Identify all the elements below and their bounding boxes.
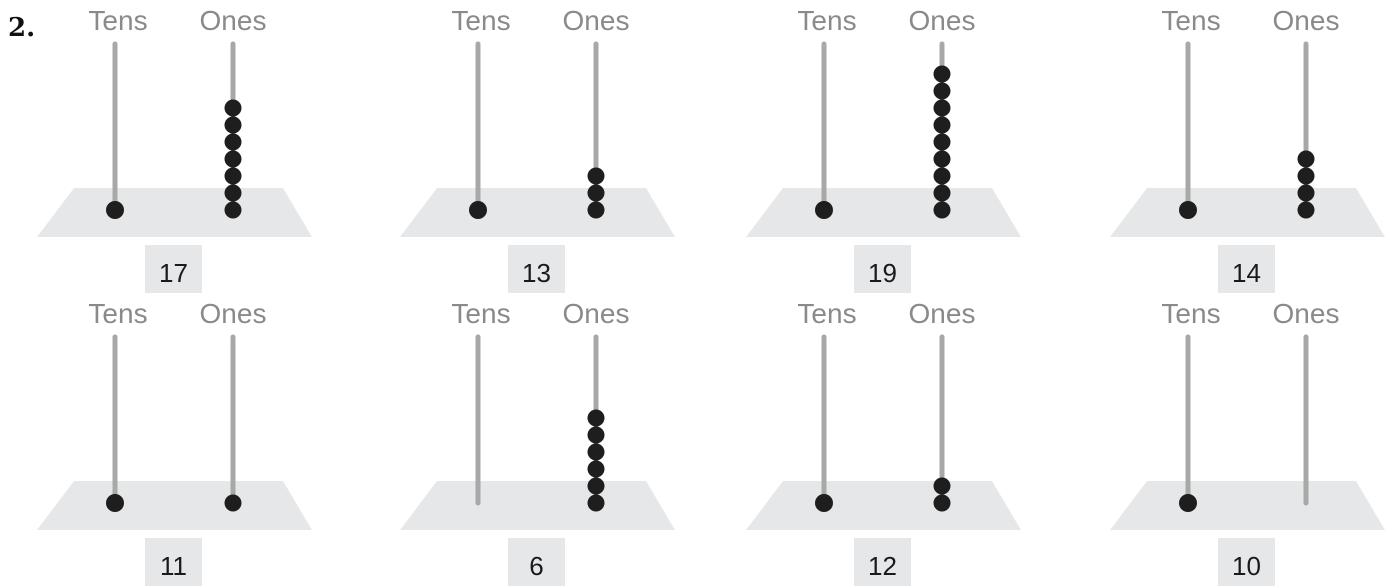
ones-label: Ones [200, 298, 267, 329]
problem-number: 2. [8, 13, 35, 43]
ones-bead [934, 478, 951, 495]
tens-bead [1179, 201, 1197, 219]
ones-bead [225, 151, 242, 168]
ones-bead [588, 410, 605, 427]
ones-bead [934, 66, 951, 83]
abacus-base [1110, 188, 1385, 237]
ones-bead [934, 100, 951, 117]
abacus-3: Tens Ones 19 [746, 5, 1021, 293]
abacus-base [746, 188, 1021, 237]
ones-label: Ones [1273, 298, 1340, 329]
abacus-8: Tens Ones 10 [1110, 298, 1385, 586]
value-label: 14 [1232, 258, 1261, 288]
ones-bead [1298, 168, 1315, 185]
value-label: 6 [529, 551, 543, 581]
abacus-base [746, 481, 1021, 530]
abacus-6: Tens Ones 6 [400, 298, 675, 586]
tens-label: Tens [797, 5, 856, 36]
ones-bead [588, 185, 605, 202]
abacus-base [37, 481, 312, 530]
ones-bead [588, 461, 605, 478]
tens-bead [815, 494, 833, 512]
tens-label: Tens [451, 298, 510, 329]
tens-label: Tens [88, 298, 147, 329]
ones-label: Ones [563, 298, 630, 329]
ones-bead [588, 168, 605, 185]
ones-bead [225, 134, 242, 151]
tens-bead [106, 494, 124, 512]
ones-bead [1298, 185, 1315, 202]
ones-bead [225, 100, 242, 117]
tens-label: Tens [797, 298, 856, 329]
ones-bead [225, 117, 242, 134]
ones-bead [934, 134, 951, 151]
ones-bead [588, 444, 605, 461]
value-label: 10 [1232, 551, 1261, 581]
tens-bead [469, 201, 487, 219]
ones-bead [934, 83, 951, 100]
ones-bead [1298, 202, 1315, 219]
tens-label: Tens [1161, 298, 1220, 329]
value-label: 19 [868, 258, 897, 288]
abacus-7: Tens Ones 12 [746, 298, 1021, 586]
tens-bead [106, 201, 124, 219]
ones-bead [225, 185, 242, 202]
abacus-4: Tens Ones 14 [1110, 5, 1385, 293]
ones-bead [934, 168, 951, 185]
ones-bead [934, 117, 951, 134]
ones-bead [225, 168, 242, 185]
ones-label: Ones [909, 298, 976, 329]
ones-bead [934, 185, 951, 202]
abacus-base [37, 188, 312, 237]
tens-bead [815, 201, 833, 219]
abacus-base [400, 188, 675, 237]
abacus-5: Tens Ones 11 [37, 298, 312, 586]
ones-bead [1298, 151, 1315, 168]
ones-bead [934, 495, 951, 512]
abacus-base [400, 481, 675, 530]
ones-bead [225, 202, 242, 219]
tens-bead [1179, 494, 1197, 512]
tens-label: Tens [451, 5, 510, 36]
ones-label: Ones [563, 5, 630, 36]
ones-label: Ones [909, 5, 976, 36]
ones-label: Ones [200, 5, 267, 36]
ones-bead [934, 151, 951, 168]
ones-bead [588, 478, 605, 495]
value-label: 11 [160, 551, 187, 581]
ones-label: Ones [1273, 5, 1340, 36]
value-label: 17 [159, 258, 188, 288]
abacus-base [1110, 481, 1385, 530]
ones-bead [934, 202, 951, 219]
ones-bead [588, 495, 605, 512]
tens-label: Tens [88, 5, 147, 36]
ones-bead [225, 495, 242, 512]
tens-label: Tens [1161, 5, 1220, 36]
abacus-1: Tens Ones 17 [37, 5, 312, 293]
abacus-2: Tens Ones 13 [400, 5, 675, 293]
ones-bead [588, 427, 605, 444]
value-label: 13 [522, 258, 551, 288]
ones-bead [588, 202, 605, 219]
value-label: 12 [868, 551, 897, 581]
